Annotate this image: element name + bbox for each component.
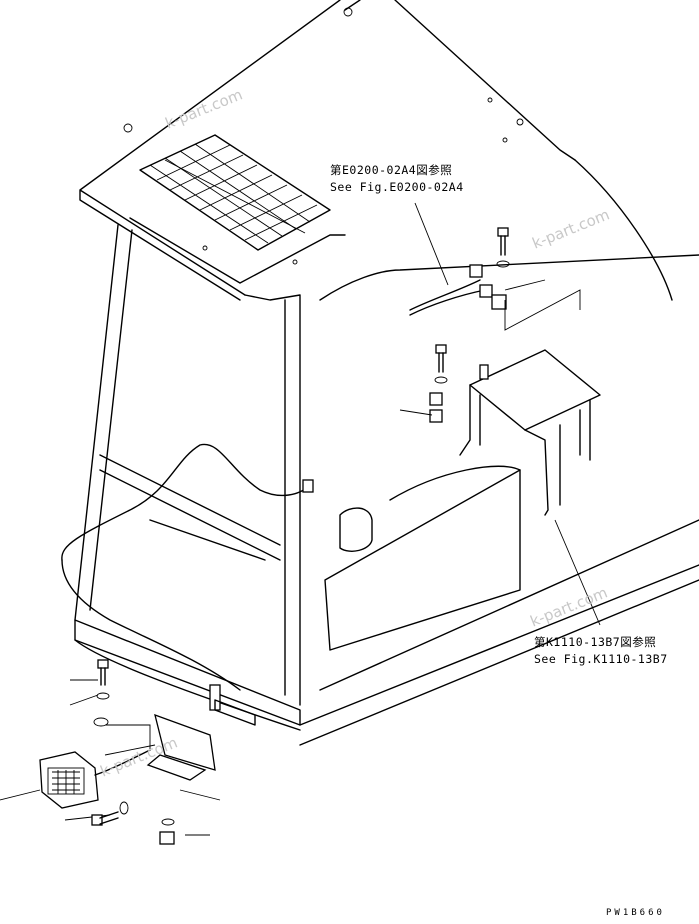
mount-bracket: [459, 349, 601, 516]
reference-label-bottom-jp: 第K1110-13B7図参照: [534, 635, 657, 649]
roof-window-grid: [139, 134, 331, 251]
reference-label-bottom-en: See Fig.K1110-13B7: [534, 652, 668, 666]
wiring-harness: [61, 279, 486, 691]
lamp-bracket: [146, 684, 256, 781]
connectors: [302, 264, 507, 493]
reference-label-top-en: See Fig.E0200-02A4: [330, 180, 464, 194]
drawing-code: PW1B660: [606, 908, 665, 918]
lifting-eyes: [123, 7, 524, 265]
side-window: [324, 465, 521, 651]
cab-body: [74, 224, 699, 746]
work-lamp: [39, 749, 151, 809]
cab-roof: [79, 0, 673, 301]
leader-lines: [0, 202, 601, 836]
bolts-lower: [91, 659, 175, 845]
reference-label-top-jp: 第E0200-02A4図参照: [330, 163, 453, 177]
bolts-upper: [434, 227, 510, 384]
